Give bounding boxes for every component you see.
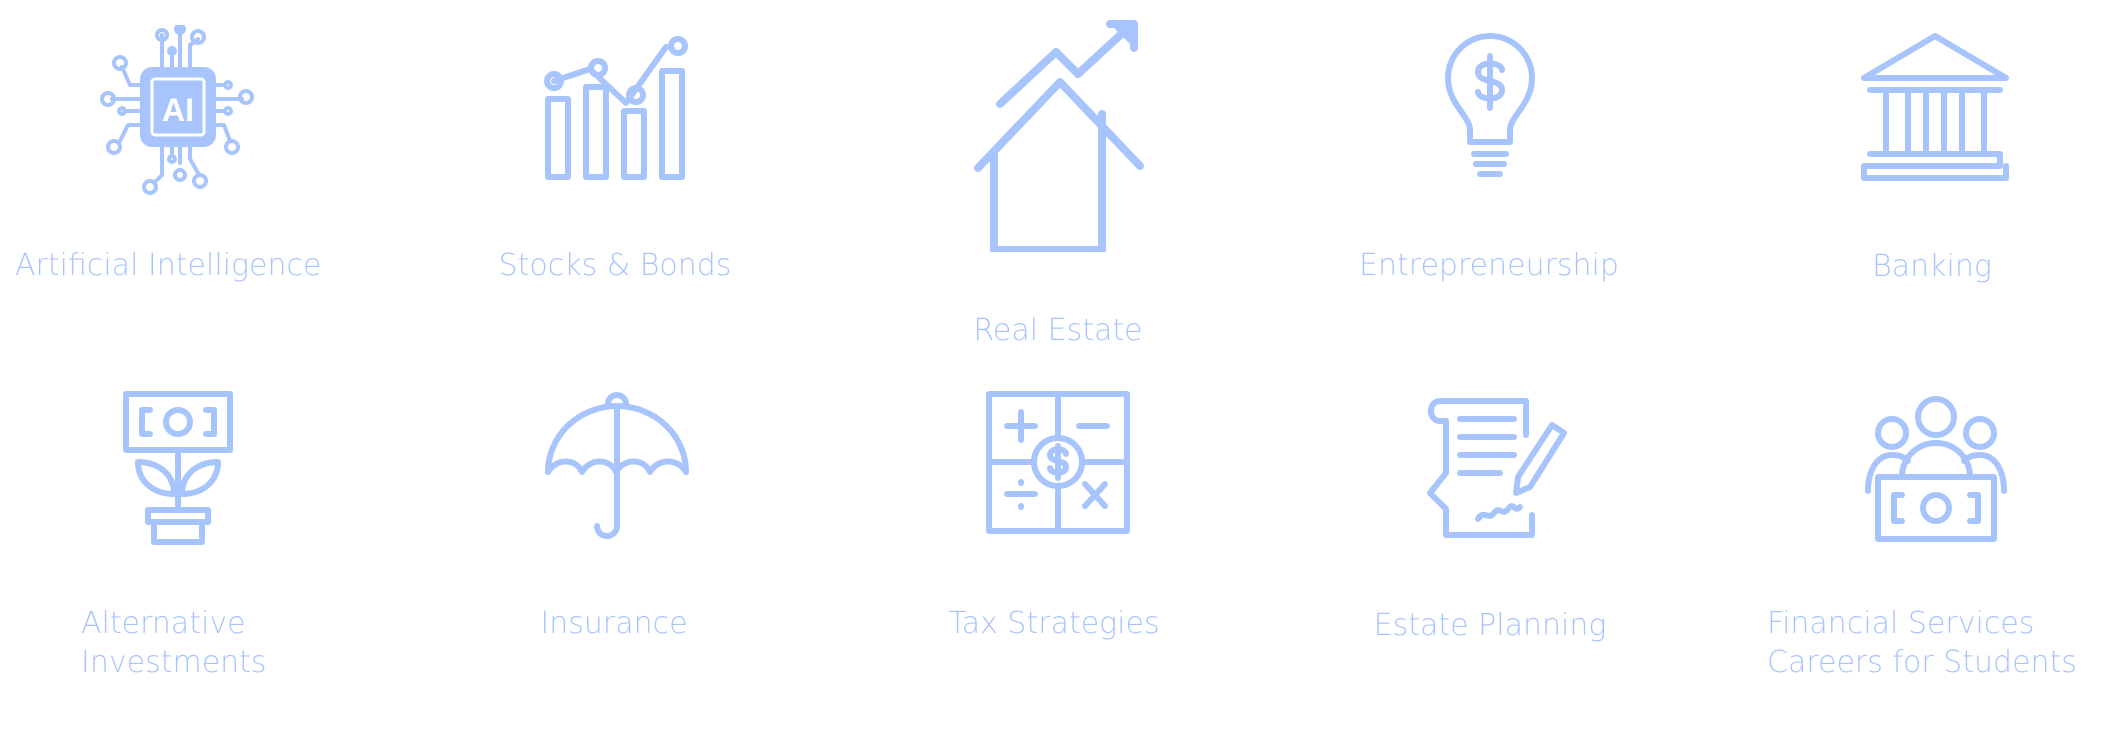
bank-building-icon	[1860, 32, 2010, 182]
svg-text:AI: AI	[162, 92, 194, 128]
category-label-line1: Alternative	[81, 606, 246, 641]
tax-calculator-icon	[985, 390, 1131, 535]
category-label: Artificial Intelligence	[15, 248, 322, 283]
house-growth-icon	[972, 20, 1144, 252]
category-label: Entrepreneurship	[1359, 248, 1619, 283]
money-plant-icon	[122, 390, 234, 545]
category-label-line1: Financial Services	[1767, 606, 2035, 641]
category-label-line2: Investments	[81, 645, 267, 680]
document-signature-icon	[1424, 395, 1569, 540]
people-money-icon	[1862, 395, 2010, 545]
ai-chip-icon: AI	[92, 25, 262, 195]
bar-chart-trend-icon	[540, 35, 700, 180]
category-label: Real Estate	[973, 313, 1143, 348]
category-label: Tax Strategies	[948, 606, 1160, 641]
category-label: Estate Planning	[1373, 608, 1607, 643]
category-label: Insurance	[540, 606, 688, 641]
category-label-line2: Careers for Students	[1767, 645, 2077, 680]
category-label: Banking	[1872, 249, 1992, 284]
lightbulb-dollar-icon	[1440, 30, 1540, 180]
umbrella-icon	[544, 390, 690, 545]
category-label: Stocks & Bonds	[498, 248, 732, 283]
